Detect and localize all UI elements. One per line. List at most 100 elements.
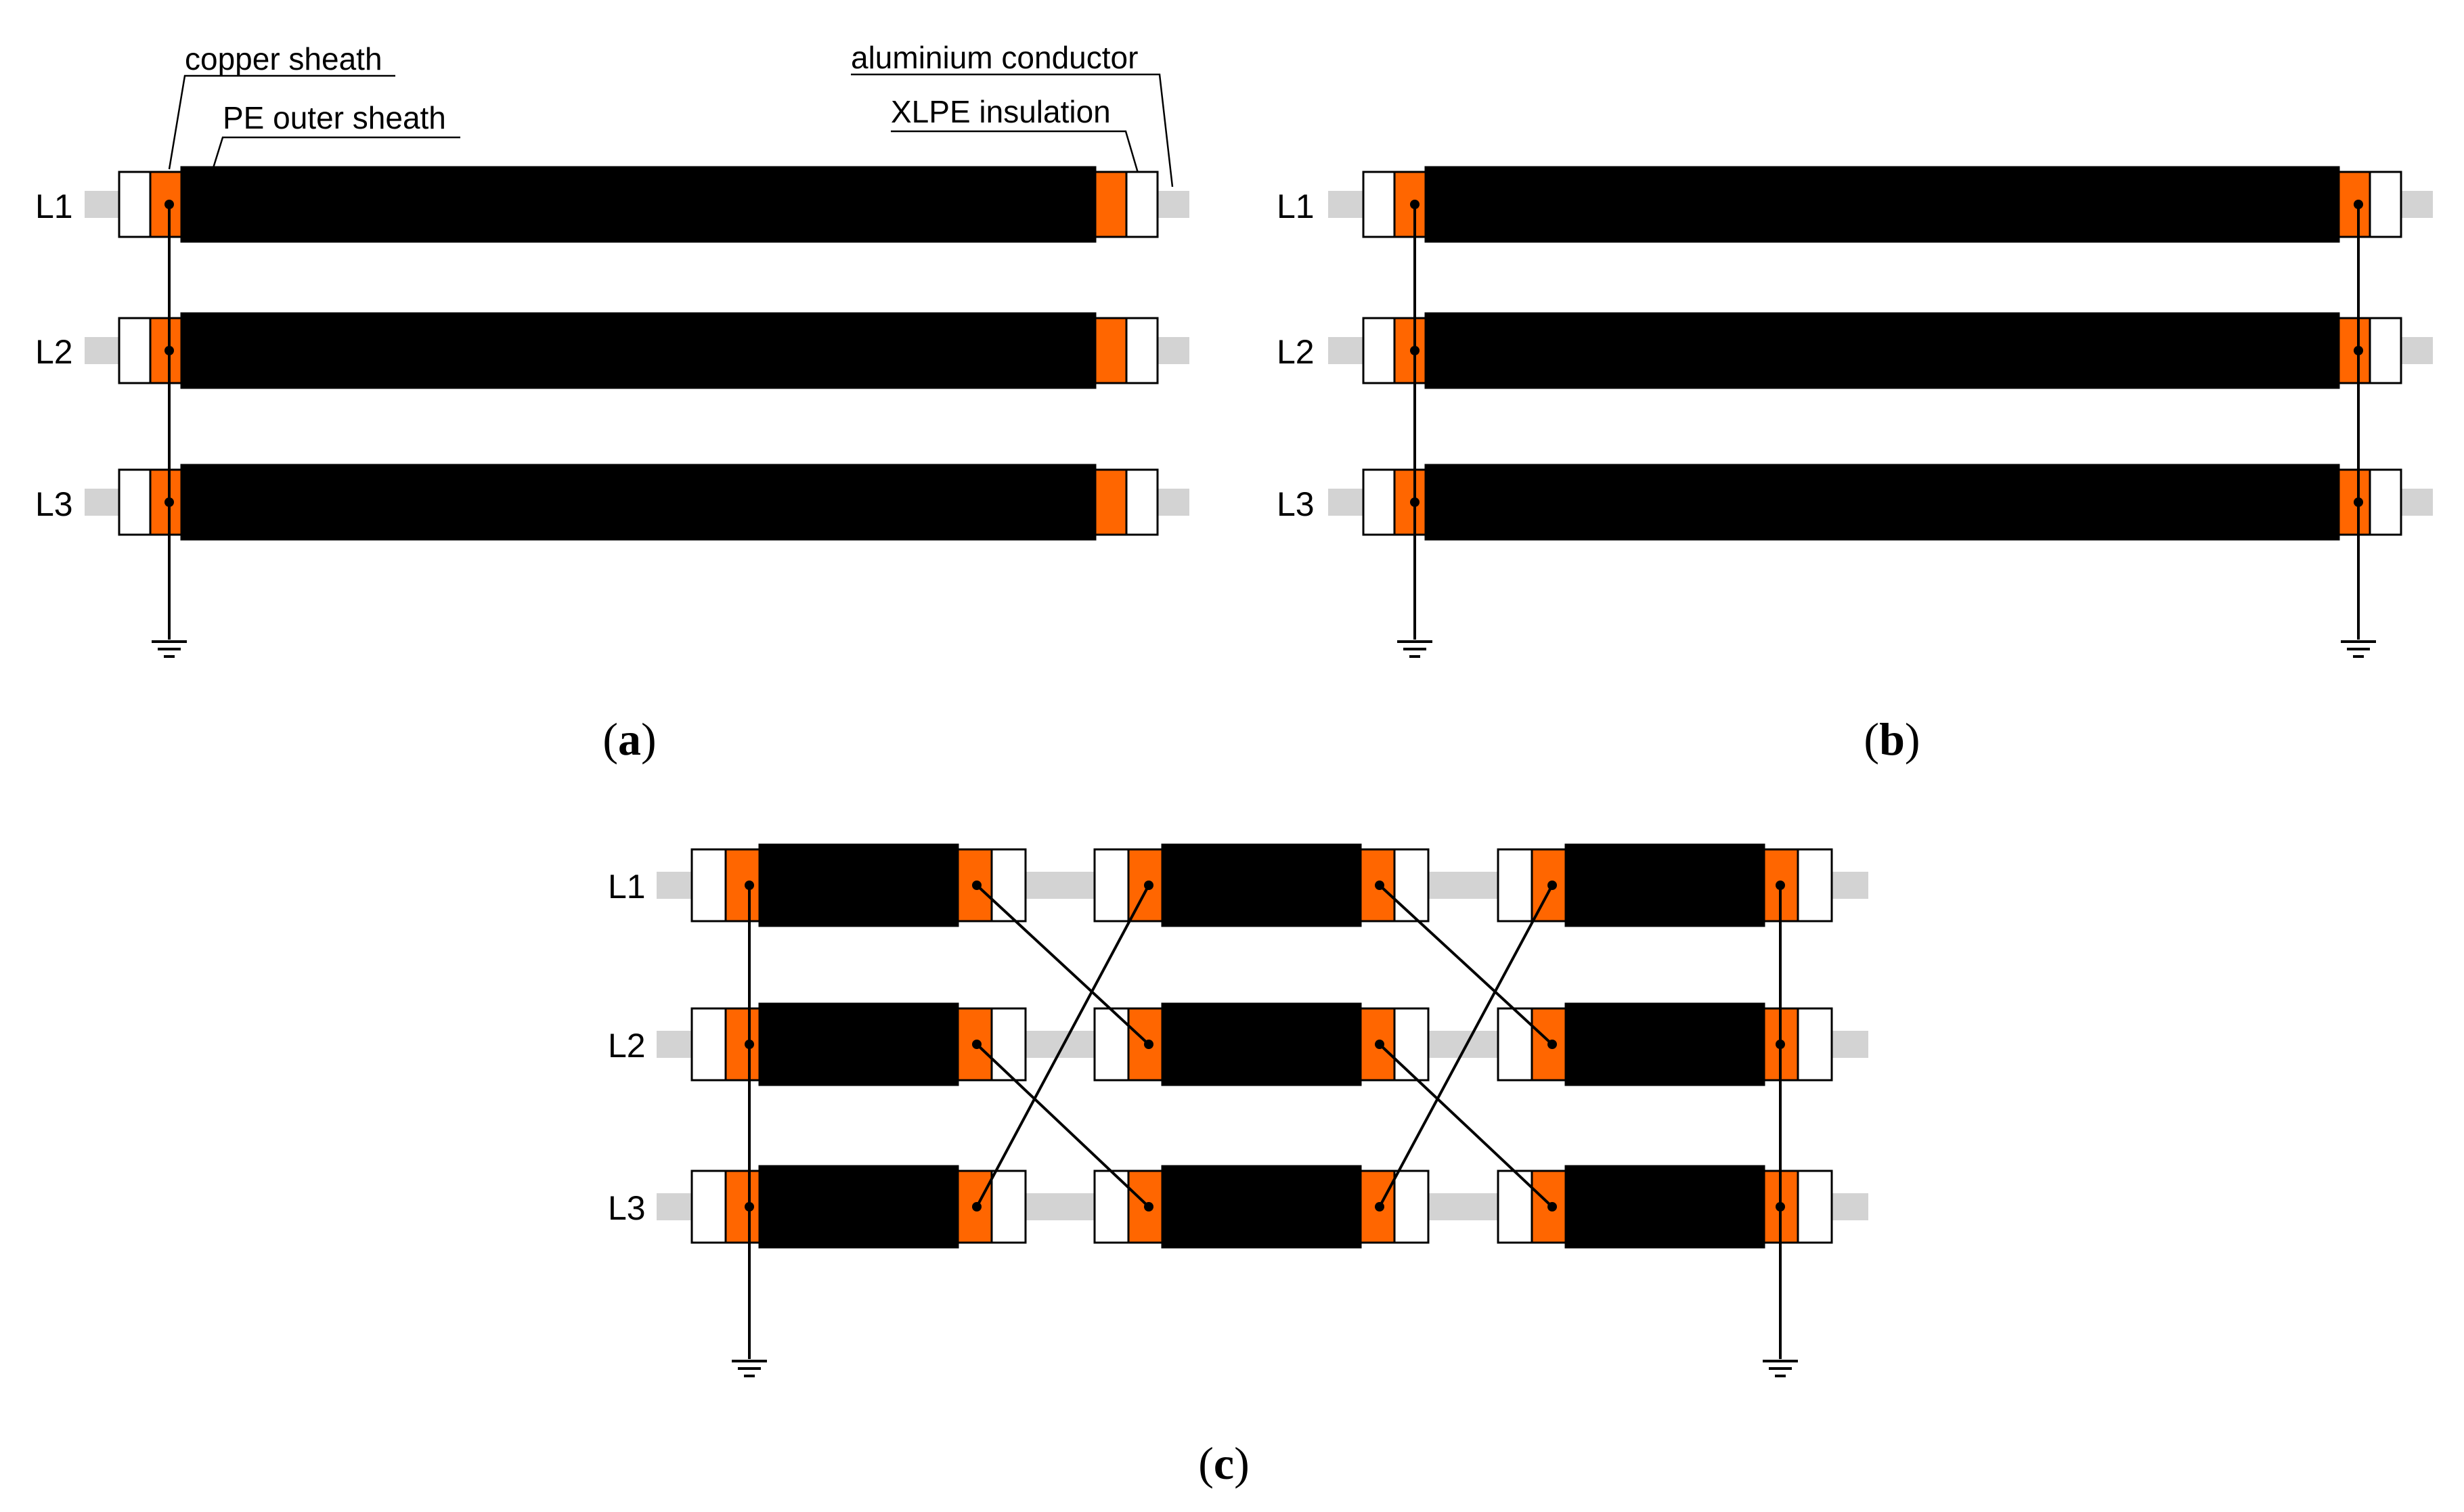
bond-point xyxy=(1410,200,1420,209)
cable-section xyxy=(118,312,1159,389)
pe-outer-sheath xyxy=(1424,464,2340,541)
bond-point xyxy=(745,881,754,890)
phase-label-l1: L1 xyxy=(608,868,646,906)
xlpe-insulation xyxy=(690,848,727,922)
pe-outer-sheath xyxy=(1564,1165,1765,1249)
aluminium-conductor-leader xyxy=(851,73,1174,187)
bond-point xyxy=(1410,497,1420,507)
bond-point xyxy=(2354,346,2363,355)
cable-section xyxy=(1497,843,1833,927)
xlpe-insulation xyxy=(1797,1007,1833,1082)
cable-section xyxy=(118,464,1159,541)
bond-point xyxy=(1375,881,1384,890)
ground-symbol xyxy=(152,640,187,658)
xlpe-insulation xyxy=(690,1170,727,1244)
xlpe-insulation xyxy=(690,1007,727,1082)
cable-section xyxy=(1362,464,2402,541)
copper-sheath-label: copper sheath xyxy=(185,41,382,76)
bonding-wire xyxy=(975,884,1150,1046)
cable-section xyxy=(118,166,1159,243)
cable-section xyxy=(1362,166,2402,243)
xlpe-insulation xyxy=(990,1007,1027,1082)
ground-symbol xyxy=(1397,640,1432,658)
xlpe-insulation xyxy=(1362,468,1396,536)
xlpe-insulation xyxy=(1393,848,1430,922)
copper-sheath-leader xyxy=(168,74,395,170)
bond-point xyxy=(2354,200,2363,209)
bond-point xyxy=(2354,497,2363,507)
phase-label-l3: L3 xyxy=(35,485,73,523)
copper-sheath xyxy=(724,1007,761,1082)
annotation-leaders xyxy=(168,73,1174,187)
pe-outer-sheath xyxy=(180,312,1097,389)
bond-point xyxy=(745,1202,754,1211)
cable-section xyxy=(1362,312,2402,389)
xlpe-insulation-leader xyxy=(891,130,1141,178)
xlpe-insulation xyxy=(1362,317,1396,384)
xlpe-insulation xyxy=(1125,317,1159,384)
cable-section xyxy=(1497,1165,1833,1249)
bond-point xyxy=(1144,1040,1153,1049)
bond-point xyxy=(1776,1202,1785,1211)
copper-sheath xyxy=(724,1170,761,1244)
xlpe-insulation xyxy=(1125,171,1159,238)
bond-point xyxy=(1144,881,1153,890)
bond-point xyxy=(1547,1202,1557,1211)
xlpe-insulation xyxy=(1393,1007,1430,1082)
bond-point xyxy=(1776,1040,1785,1049)
ground-symbol xyxy=(732,1360,767,1377)
phase-label-l3: L3 xyxy=(608,1189,646,1227)
pe-outer-sheath xyxy=(758,1002,959,1086)
bond-point xyxy=(164,200,174,209)
xlpe-insulation xyxy=(1093,848,1130,922)
copper-sheath xyxy=(1094,171,1128,238)
cable-section xyxy=(690,843,1027,927)
sheath-bonding-wires xyxy=(164,200,2363,1359)
xlpe-insulation xyxy=(990,848,1027,922)
earthing-points xyxy=(152,640,2376,1377)
panel-caption-b: (b) xyxy=(1864,713,1920,765)
bond-point xyxy=(1410,346,1420,355)
phase-label-l2: L2 xyxy=(35,333,73,371)
phase-label-l1: L1 xyxy=(1277,187,1315,225)
xlpe-insulation xyxy=(2369,317,2402,384)
pe-outer-sheath xyxy=(180,166,1097,243)
xlpe-insulation xyxy=(2369,171,2402,238)
xlpe-insulation xyxy=(118,171,152,238)
phase-label-l2: L2 xyxy=(1277,333,1315,371)
phase-label-l1: L1 xyxy=(35,187,73,225)
phase-labels: L1 L2 L3 L1 L2 L3 L1 L2 L3 xyxy=(35,187,1315,1227)
phase-label-l3: L3 xyxy=(1277,485,1315,523)
panel-caption-a: (a) xyxy=(602,713,656,765)
bond-point xyxy=(972,1202,982,1211)
xlpe-insulation xyxy=(118,468,152,536)
copper-sheath xyxy=(1094,468,1128,536)
pe-outer-sheath xyxy=(758,1165,959,1249)
pe-outer-sheath xyxy=(1161,1165,1362,1249)
pe-outer-sheath xyxy=(1161,1002,1362,1086)
bond-point xyxy=(164,497,174,507)
pe-outer-sheath xyxy=(1161,843,1362,927)
bonding-wire xyxy=(1378,885,1554,1207)
cable-section xyxy=(1093,1165,1430,1249)
cable-section xyxy=(1093,843,1430,927)
phase-label-l2: L2 xyxy=(608,1027,646,1065)
xlpe-insulation xyxy=(1125,468,1159,536)
xlpe-insulation xyxy=(1797,848,1833,922)
pe-outer-sheath xyxy=(1564,1002,1765,1086)
xlpe-insulation xyxy=(1797,1170,1833,1244)
bond-point xyxy=(1776,881,1785,890)
bond-point xyxy=(972,881,982,890)
xlpe-insulation xyxy=(1362,171,1396,238)
bonding-wire xyxy=(975,1043,1150,1208)
pe-outer-sheath xyxy=(1424,166,2340,243)
bond-point xyxy=(745,1040,754,1049)
cable-section xyxy=(690,1002,1027,1086)
cable-sections xyxy=(85,166,2433,1249)
pe-outer-sheath xyxy=(1564,843,1765,927)
bonding-wire xyxy=(1378,1043,1554,1208)
bond-point xyxy=(1144,1202,1153,1211)
bond-point xyxy=(1547,881,1557,890)
bond-point xyxy=(1375,1202,1384,1211)
